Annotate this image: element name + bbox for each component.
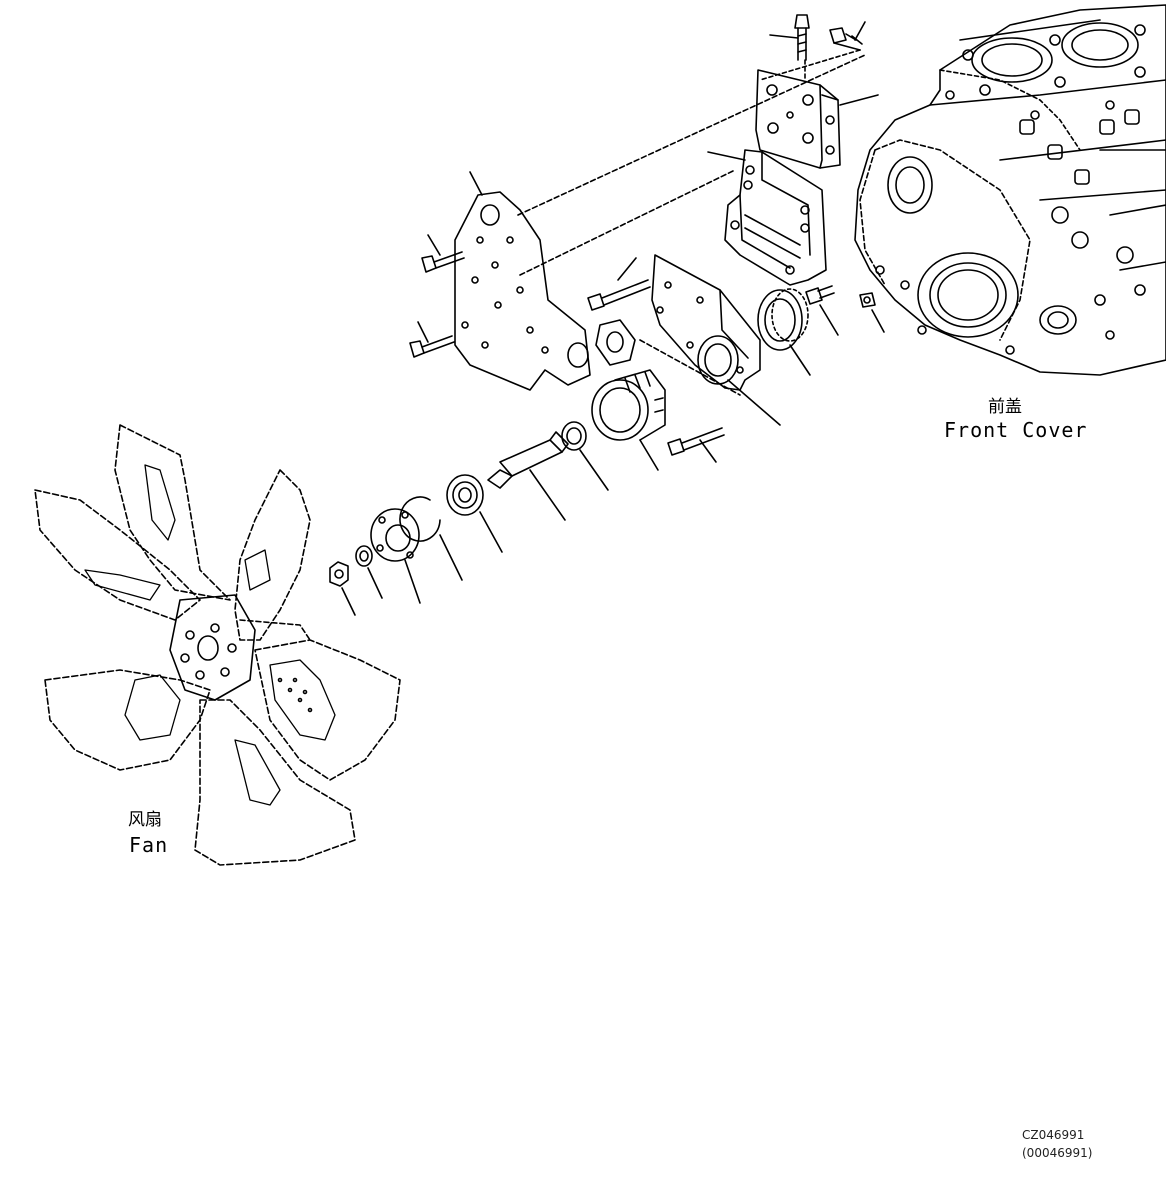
long-bolt-lower <box>667 427 725 463</box>
fan-label-en: Fan <box>129 833 169 857</box>
drawing-number: (00046991) <box>1022 1146 1093 1160</box>
bearing-large <box>446 474 503 553</box>
fan-housing-plate <box>651 254 761 391</box>
drive-shaft <box>487 431 569 521</box>
plate-bolt-lower <box>409 321 455 358</box>
small-nut <box>859 292 876 308</box>
engine-front-cover <box>854 4 1166 376</box>
snap-ring <box>399 496 463 581</box>
upper-bracket-plate <box>755 69 879 169</box>
fan-center-hub <box>169 594 313 713</box>
flange-bolt <box>805 285 835 305</box>
idler-frame-bracket <box>707 149 827 286</box>
nut-top <box>829 21 866 51</box>
fan-flange <box>370 508 421 604</box>
washer <box>355 545 383 599</box>
seal-ring <box>757 288 809 351</box>
bearing-small <box>561 421 609 491</box>
side-mounting-plate <box>454 171 591 391</box>
plate-bolt-upper <box>421 234 465 273</box>
cooling-fan <box>34 424 401 866</box>
fan-blade-windows <box>84 464 336 806</box>
fan-hub-cartridge <box>591 369 666 471</box>
gasket <box>595 319 636 366</box>
hex-nut <box>329 561 356 616</box>
mount-bolt-top <box>769 14 810 61</box>
front-cover-label-cn: 前盖 <box>988 397 1022 417</box>
long-bolt-upper <box>587 257 651 311</box>
fan-label-cn: 风扇 <box>128 810 162 830</box>
front-cover-label-en: Front Cover <box>944 418 1088 442</box>
drawing-code: CZ046991 <box>1022 1128 1085 1142</box>
